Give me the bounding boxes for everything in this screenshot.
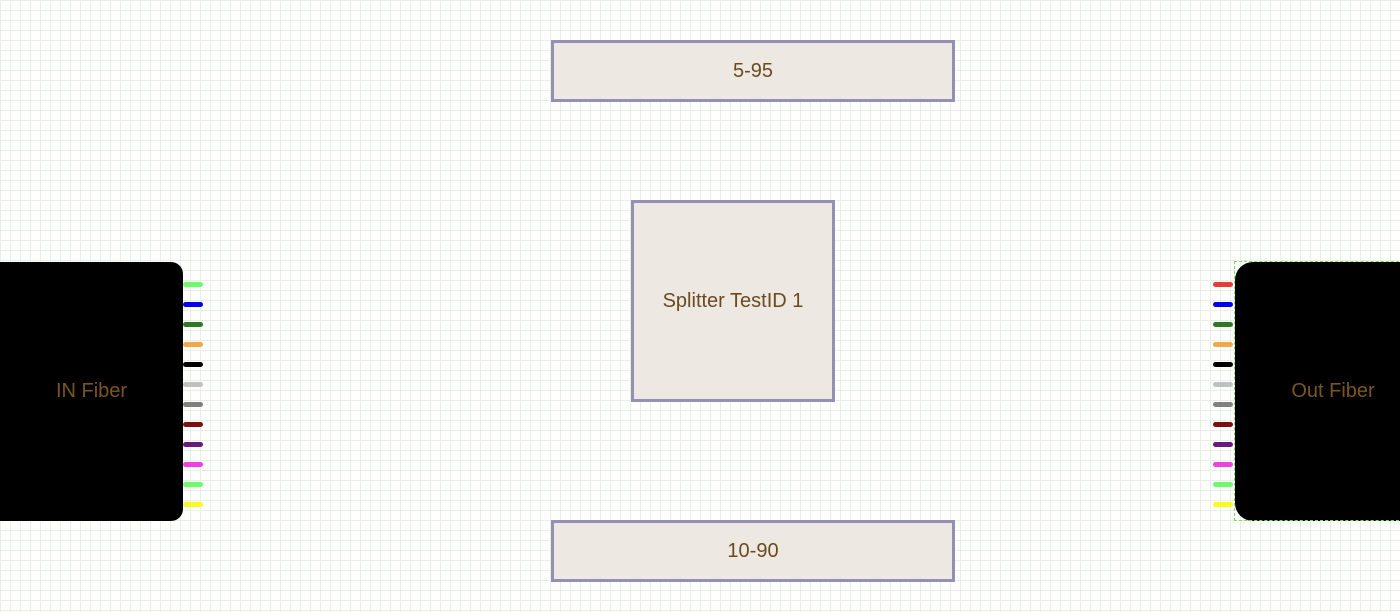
fiber-strand[interactable]: [183, 362, 203, 367]
fiber-strand[interactable]: [1213, 302, 1233, 307]
fiber-strand[interactable]: [1213, 482, 1233, 487]
fiber-strand[interactable]: [1213, 322, 1233, 327]
box-label: 5-95: [732, 59, 774, 82]
splitter-ratio-box-10-90[interactable]: 10-90: [551, 520, 955, 582]
fiber-strand[interactable]: [183, 442, 203, 447]
in-fiber-label: IN Fiber: [55, 380, 128, 402]
splitter-node[interactable]: Splitter TestID 1: [631, 200, 835, 402]
out-fiber-label-wrap: Out Fiber: [1235, 262, 1400, 521]
splitter-label: Splitter TestID 1: [662, 289, 804, 312]
out-fiber-label: Out Fiber: [1291, 380, 1375, 402]
fiber-strand[interactable]: [1213, 362, 1233, 367]
fiber-strand[interactable]: [183, 302, 203, 307]
fiber-strand[interactable]: [1213, 382, 1233, 387]
out-fiber-node[interactable]: [1235, 262, 1400, 521]
splitter-ratio-box-5-95[interactable]: 5-95: [551, 40, 955, 102]
fiber-strand[interactable]: [1213, 422, 1233, 427]
fiber-strand[interactable]: [1213, 342, 1233, 347]
fiber-strand[interactable]: [183, 482, 203, 487]
box-label: 10-90: [727, 539, 779, 562]
fiber-strand[interactable]: [1213, 442, 1233, 447]
fiber-strand[interactable]: [183, 382, 203, 387]
fiber-strand[interactable]: [1213, 462, 1233, 467]
fiber-strand[interactable]: [183, 342, 203, 347]
fiber-strand[interactable]: [183, 402, 203, 407]
fiber-strand[interactable]: [1213, 282, 1233, 287]
in-fiber-node[interactable]: IN Fiber: [0, 262, 183, 521]
fiber-strand[interactable]: [183, 282, 203, 287]
fiber-strand[interactable]: [1213, 502, 1233, 507]
fiber-strand[interactable]: [183, 322, 203, 327]
fiber-strand[interactable]: [183, 462, 203, 467]
fiber-strand[interactable]: [1213, 402, 1233, 407]
fiber-strand[interactable]: [183, 422, 203, 427]
fiber-strand[interactable]: [183, 502, 203, 507]
